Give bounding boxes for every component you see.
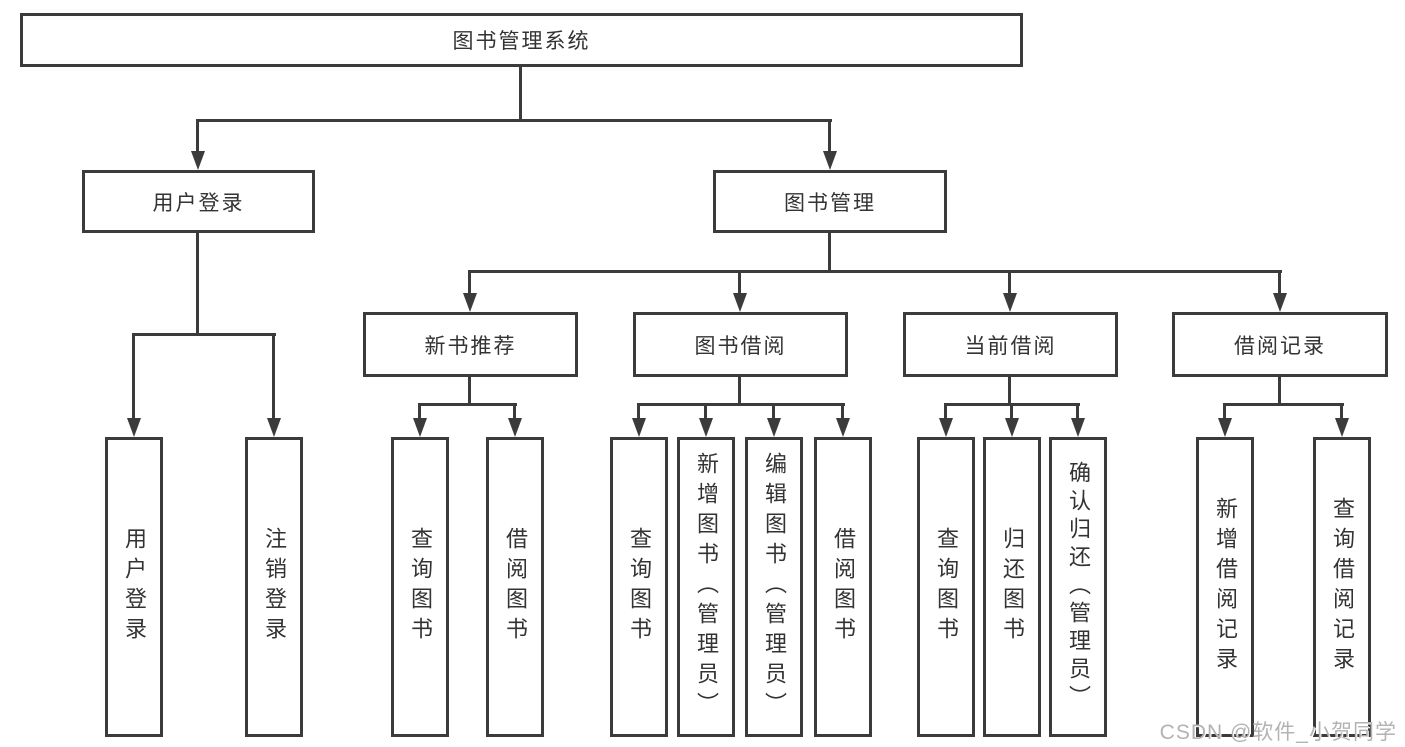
leaf-query-books-borrowing-label: 查询图书 <box>627 527 652 647</box>
connector-leaf <box>704 403 707 418</box>
connector-records-bus <box>1223 403 1344 406</box>
node-new-book-recommend: 新书推荐 <box>363 312 578 377</box>
leaf-query-books-current: 查询图书 <box>917 437 975 737</box>
connector-leaf <box>944 403 947 418</box>
leaf-logout-label: 注销登录 <box>262 527 287 647</box>
connector-to-borrow-records <box>1278 270 1281 293</box>
leaf-borrow-books-label: 借阅图书 <box>831 527 856 647</box>
leaf-confirm-return-admin: 确认归还（管理员） <box>1049 437 1107 737</box>
arrow-down-icon <box>1003 293 1017 312</box>
node-book-management-label: 图书管理 <box>784 191 876 215</box>
node-borrowing-records-label: 借阅记录 <box>1234 334 1326 358</box>
arrow-down-icon <box>1005 418 1019 437</box>
leaf-query-books-recommend-label: 查询图书 <box>408 527 433 647</box>
leaf-edit-books-admin-label: 编辑图书（管理员） <box>762 452 787 722</box>
arrow-down-icon <box>463 293 477 312</box>
leaf-add-books-admin-label: 新增图书（管理员） <box>694 452 719 722</box>
leaf-query-books-current-label: 查询图书 <box>934 527 959 647</box>
leaf-add-books-admin: 新增图书（管理员） <box>677 437 735 737</box>
connector-to-new-books <box>468 270 471 293</box>
leaf-return-books: 归还图书 <box>983 437 1041 737</box>
node-current-borrowing: 当前借阅 <box>903 312 1118 377</box>
arrow-down-icon <box>1071 418 1085 437</box>
connector-to-book-borrow <box>738 270 741 293</box>
connector-book-borrow-stem <box>738 375 741 406</box>
arrow-down-icon <box>413 418 427 437</box>
leaf-query-books-recommend: 查询图书 <box>391 437 449 737</box>
node-current-borrowing-label: 当前借阅 <box>964 334 1057 358</box>
connector-root-stem <box>519 65 522 121</box>
leaf-confirm-return-admin-label: 确认归还（管理员） <box>1066 461 1091 713</box>
connector-leaf <box>841 403 844 418</box>
connector-book-mgmt-stem <box>828 231 831 273</box>
connector-to-leaf-logout <box>272 333 275 418</box>
connector-new-books-bus <box>418 403 517 406</box>
node-user-login-label: 用户登录 <box>152 191 245 215</box>
arrow-down-icon <box>823 151 837 170</box>
node-new-book-recommend-label: 新书推荐 <box>424 334 517 358</box>
arrow-down-icon <box>1273 293 1287 312</box>
connector-user-login-stem <box>196 231 199 336</box>
leaf-logout: 注销登录 <box>245 437 303 737</box>
leaf-query-borrow-record: 查询借阅记录 <box>1313 437 1371 737</box>
arrow-down-icon <box>1218 418 1232 437</box>
leaf-add-borrow-record: 新增借阅记录 <box>1196 437 1254 737</box>
connector-records-stem <box>1278 375 1281 406</box>
connector-leaf <box>1340 403 1343 418</box>
connector-leaf <box>772 403 775 418</box>
arrow-down-icon <box>699 418 713 437</box>
connector-leaf <box>513 403 516 418</box>
leaf-query-books-borrowing: 查询图书 <box>610 437 668 737</box>
leaf-borrow-books: 借阅图书 <box>814 437 872 737</box>
leaf-borrow-books-recommend: 借阅图书 <box>486 437 544 737</box>
arrow-down-icon <box>1335 418 1349 437</box>
arrow-down-icon <box>508 418 522 437</box>
arrow-down-icon <box>733 293 747 312</box>
connector-leaf <box>418 403 421 418</box>
arrow-down-icon <box>191 151 205 170</box>
node-root-label: 图书管理系统 <box>452 30 591 53</box>
node-borrowing-records: 借阅记录 <box>1172 312 1388 377</box>
connector-new-books-stem <box>468 375 471 406</box>
connector-book-borrow-bus <box>637 403 845 406</box>
arrow-down-icon <box>939 418 953 437</box>
leaf-return-books-label: 归还图书 <box>1000 527 1025 647</box>
connector-leaf <box>1223 403 1226 418</box>
leaf-add-borrow-record-label: 新增借阅记录 <box>1213 497 1238 677</box>
connector-user-login-bus <box>132 333 276 336</box>
connector-root-to-book-mgmt <box>828 119 831 153</box>
csdn-watermark: CSDN @软件_小贺同学 <box>1159 721 1397 744</box>
node-book-management: 图书管理 <box>713 170 947 233</box>
arrow-down-icon <box>632 418 646 437</box>
arrow-down-icon <box>767 418 781 437</box>
connector-book-mgmt-bus <box>468 270 1282 273</box>
leaf-user-login: 用户登录 <box>105 437 163 737</box>
node-user-login: 用户登录 <box>82 170 315 233</box>
connector-leaf <box>1010 403 1013 418</box>
leaf-user-login-label: 用户登录 <box>122 527 147 647</box>
connector-to-leaf-login <box>132 333 135 418</box>
arrow-down-icon <box>836 418 850 437</box>
connector-leaf <box>1076 403 1079 418</box>
arrow-down-icon <box>267 418 281 437</box>
node-root: 图书管理系统 <box>20 13 1023 67</box>
connector-to-current-borrow <box>1008 270 1011 293</box>
leaf-query-borrow-record-label: 查询借阅记录 <box>1330 497 1355 677</box>
node-book-borrowing: 图书借阅 <box>633 312 848 377</box>
connector-leaf <box>637 403 640 418</box>
node-book-borrowing-label: 图书借阅 <box>694 334 787 358</box>
leaf-edit-books-admin: 编辑图书（管理员） <box>745 437 803 737</box>
connector-root-to-user-login <box>196 119 199 153</box>
connector-root-bus <box>196 119 832 122</box>
connector-current-borrow-stem <box>1008 375 1011 406</box>
leaf-borrow-books-recommend-label: 借阅图书 <box>503 527 528 647</box>
arrow-down-icon <box>127 418 141 437</box>
